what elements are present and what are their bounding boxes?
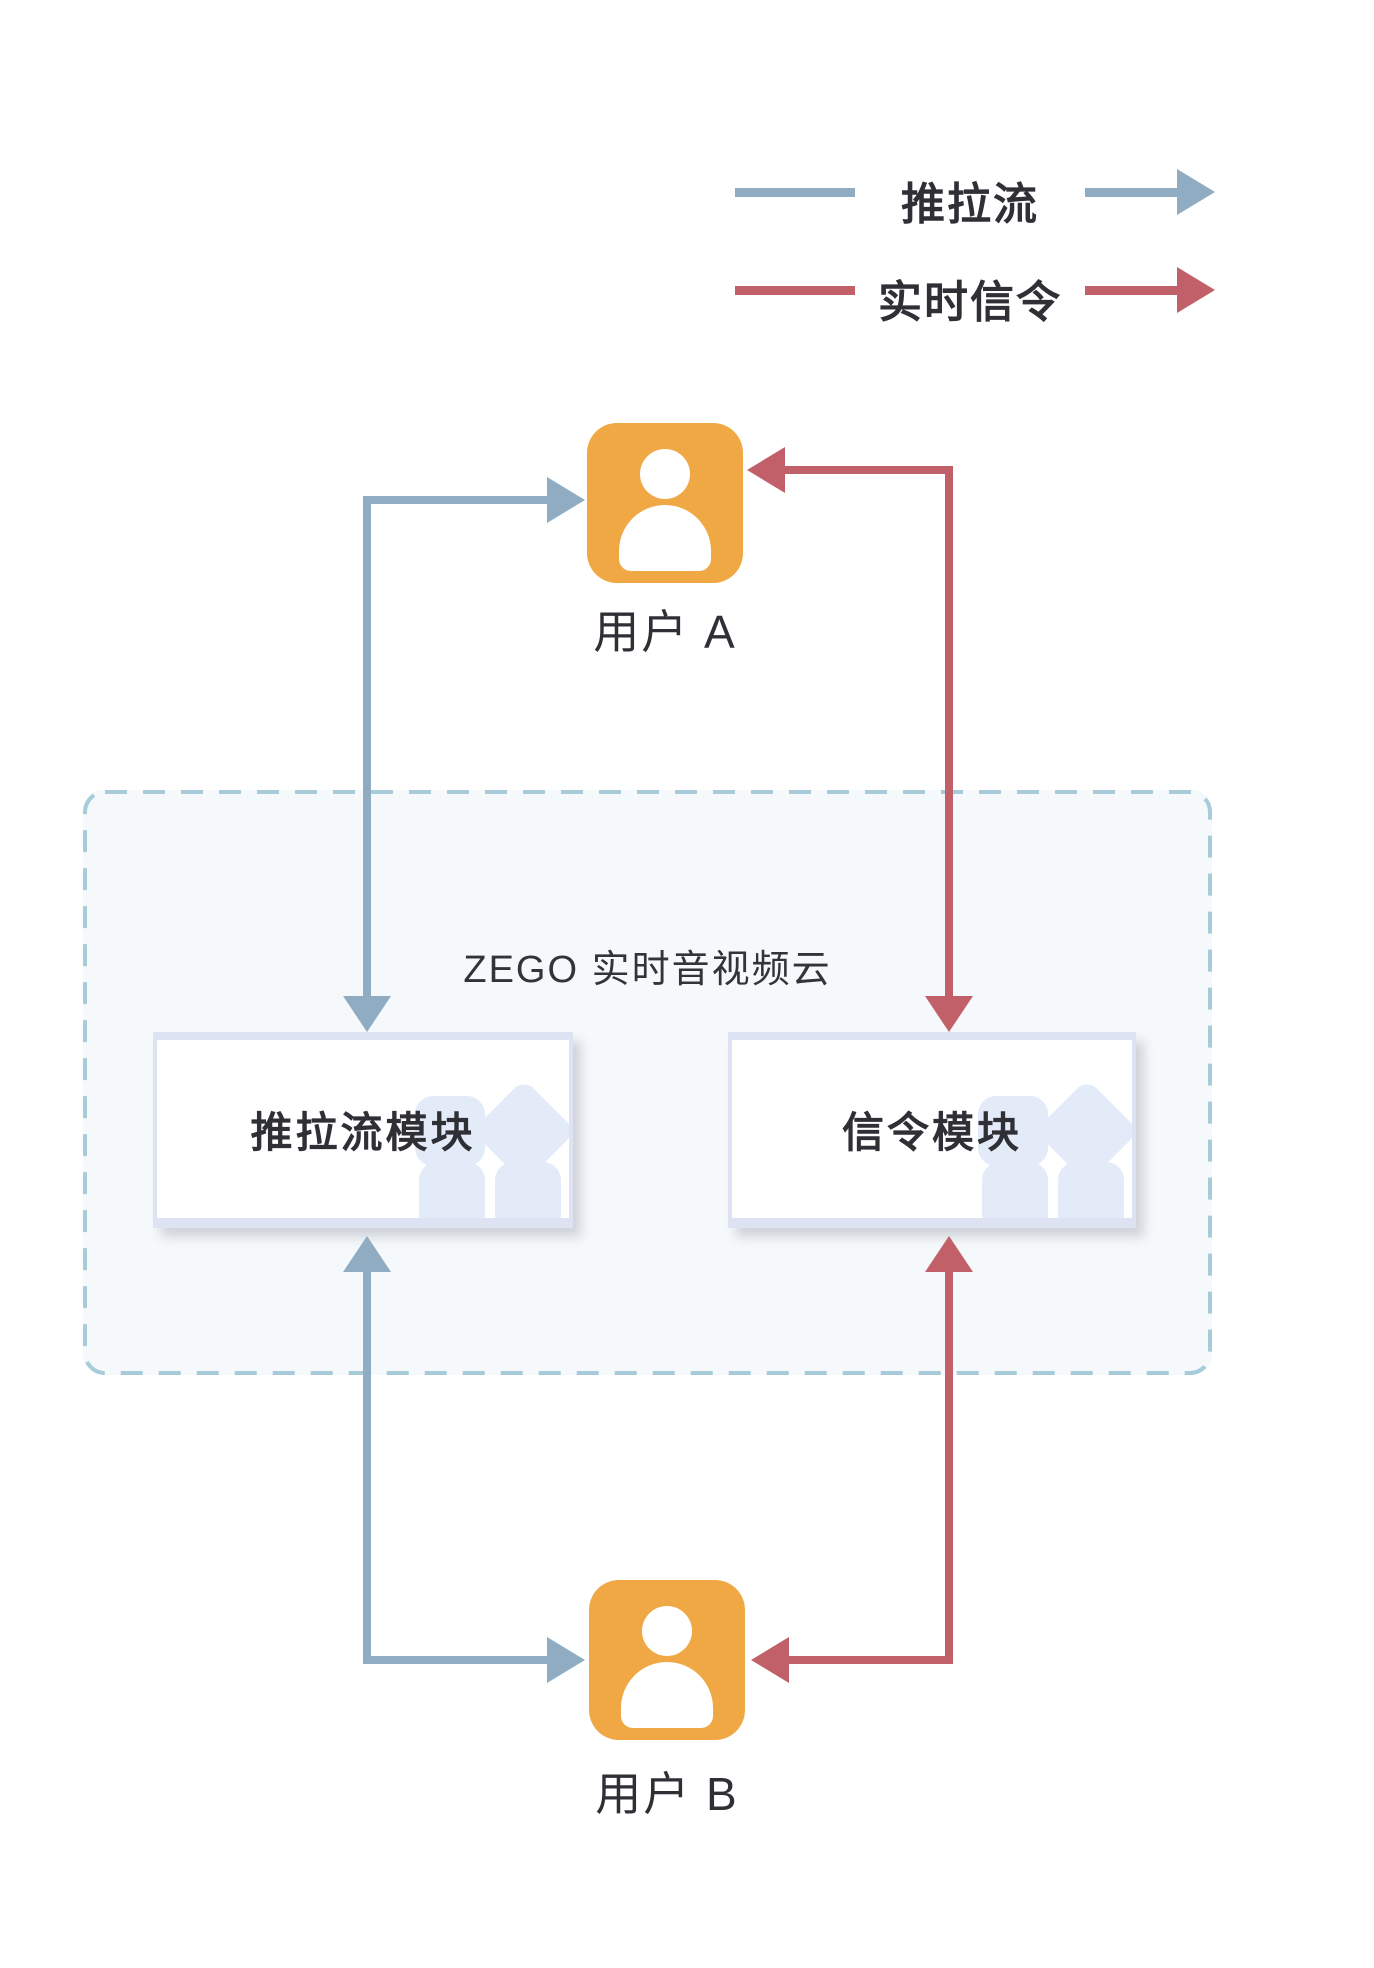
stream-line bbox=[363, 1272, 371, 1664]
user-b-label: 用户 B bbox=[595, 1768, 739, 1820]
person-body-icon bbox=[621, 1662, 713, 1728]
arrow-right-icon bbox=[547, 477, 585, 523]
signal-line bbox=[789, 1656, 953, 1664]
server-decor-icon bbox=[419, 1162, 485, 1218]
cloud-title: ZEGO 实时音视频云 bbox=[463, 949, 832, 991]
arrow-up-icon bbox=[925, 1236, 973, 1272]
signal-module-box: 信令模块 bbox=[728, 1032, 1136, 1228]
legend-signal-line bbox=[735, 286, 855, 295]
legend-stream-arrow-line bbox=[1085, 188, 1177, 197]
user-b-icon bbox=[589, 1580, 745, 1740]
legend-signal-arrow-line bbox=[1085, 286, 1177, 295]
person-head-icon bbox=[640, 449, 690, 499]
signal-line bbox=[785, 466, 953, 474]
stream-line bbox=[363, 496, 371, 996]
arrow-left-icon bbox=[751, 1637, 789, 1683]
arrow-down-icon bbox=[343, 996, 391, 1032]
legend-stream-label: 推拉流 bbox=[901, 180, 1039, 229]
server-decor-icon bbox=[415, 1096, 485, 1166]
server-decor-icon bbox=[495, 1162, 561, 1218]
stream-module-label: 推拉流模块 bbox=[250, 1108, 476, 1156]
stream-module-box: 推拉流模块 bbox=[153, 1032, 573, 1228]
arrow-up-icon bbox=[343, 1236, 391, 1272]
signal-module-label: 信令模块 bbox=[841, 1108, 1022, 1156]
arrow-left-icon bbox=[747, 447, 785, 493]
legend-signal-label: 实时信令 bbox=[878, 278, 1062, 327]
arrow-down-icon bbox=[925, 996, 973, 1032]
server-decor-icon bbox=[982, 1162, 1048, 1218]
arrow-right-icon bbox=[547, 1637, 585, 1683]
legend-signal-arrow-icon bbox=[1177, 267, 1215, 313]
user-a-icon bbox=[587, 423, 743, 583]
stream-line bbox=[363, 496, 547, 504]
person-head-icon bbox=[642, 1606, 692, 1656]
user-a-label: 用户 A bbox=[593, 606, 737, 658]
legend-stream-arrow-icon bbox=[1177, 169, 1215, 215]
cloud-dashed-border bbox=[83, 790, 1212, 1375]
server-decor-icon bbox=[978, 1096, 1048, 1166]
server-decor-icon bbox=[1058, 1162, 1124, 1218]
legend-stream-line bbox=[735, 188, 855, 197]
signal-line bbox=[945, 466, 953, 996]
signal-line bbox=[945, 1272, 953, 1664]
person-body-icon bbox=[619, 505, 711, 571]
stream-line bbox=[363, 1656, 547, 1664]
